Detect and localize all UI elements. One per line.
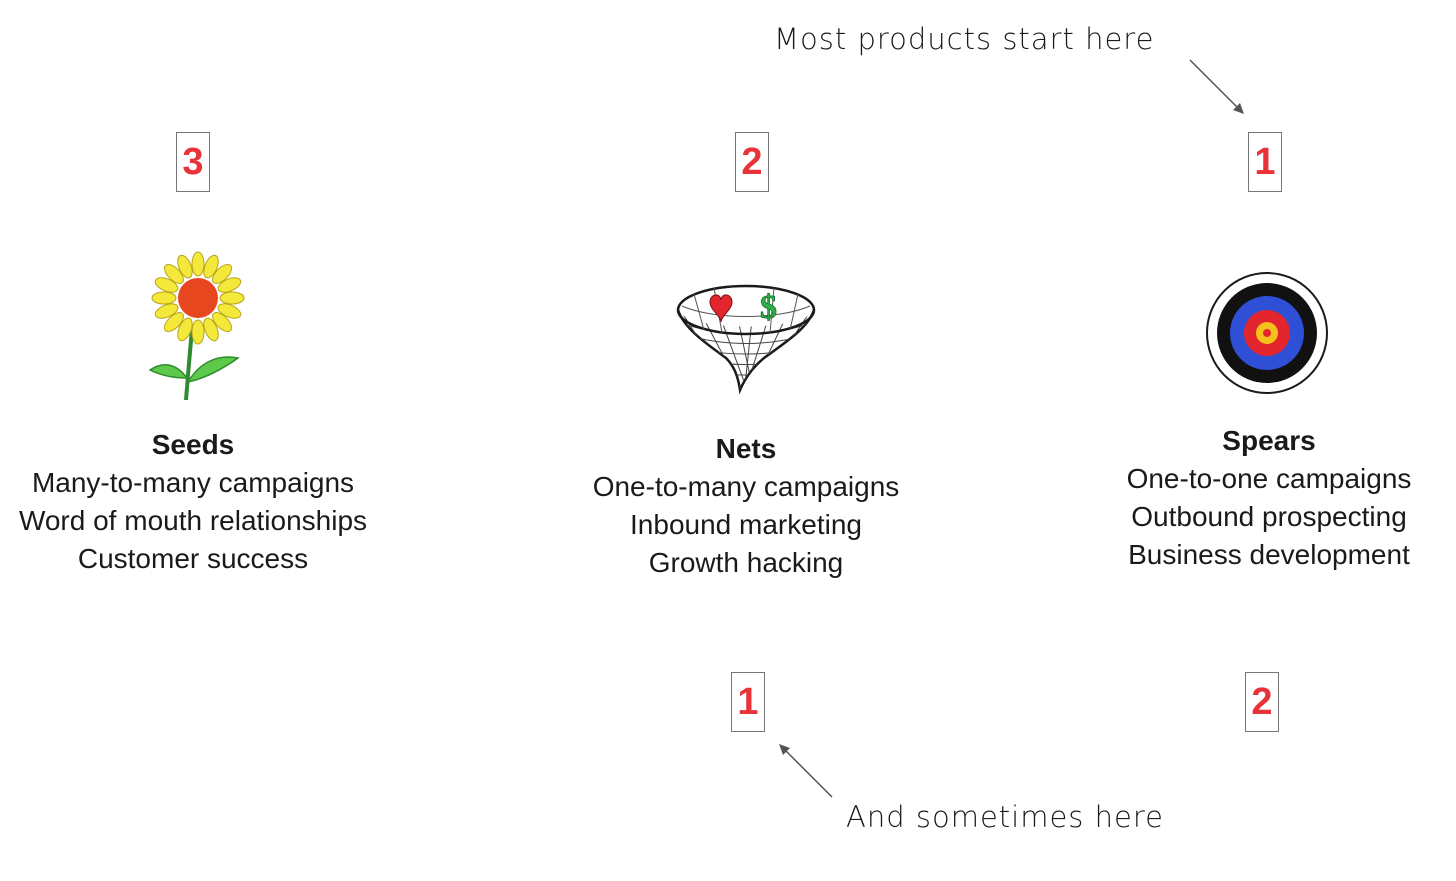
nets-title: Nets xyxy=(715,433,777,464)
nets-text-block: Nets One-to-many campaigns Inbound marke… xyxy=(566,430,926,582)
seeds-line-3: Customer success xyxy=(77,543,309,574)
rank-box-nets-bottom: 1 xyxy=(731,672,765,732)
spears-line-3: Business development xyxy=(1128,539,1410,570)
seeds-line-2: Word of mouth relationships xyxy=(18,505,368,536)
seeds-text-block: Seeds Many-to-many campaigns Word of mou… xyxy=(13,426,373,578)
spears-title: Spears xyxy=(1222,425,1316,456)
rank-box-nets-top: 2 xyxy=(735,132,769,192)
net-icon: $ xyxy=(676,284,816,395)
nets-line-3: Growth hacking xyxy=(648,547,844,578)
top-note: Most products start here xyxy=(774,22,1155,56)
rank-box-spears-top: 1 xyxy=(1248,132,1282,192)
seeds-line-1: Many-to-many campaigns xyxy=(31,467,355,498)
spears-text-block: Spears One-to-one campaigns Outbound pro… xyxy=(1089,422,1449,574)
sunflower-icon xyxy=(148,251,245,401)
target-icon xyxy=(1206,272,1328,394)
nets-line-2: Inbound marketing xyxy=(630,509,862,540)
rank-box-spears-bottom: 2 xyxy=(1245,672,1279,732)
rank-box-seeds-top: 3 xyxy=(176,132,210,192)
spears-line-2: Outbound prospecting xyxy=(1131,501,1407,532)
bottom-note: And sometimes here xyxy=(846,800,1164,834)
svg-text:$: $ xyxy=(760,289,777,326)
spears-line-1: One-to-one campaigns xyxy=(1126,463,1412,494)
nets-line-1: One-to-many campaigns xyxy=(592,471,900,502)
seeds-title: Seeds xyxy=(151,429,235,460)
